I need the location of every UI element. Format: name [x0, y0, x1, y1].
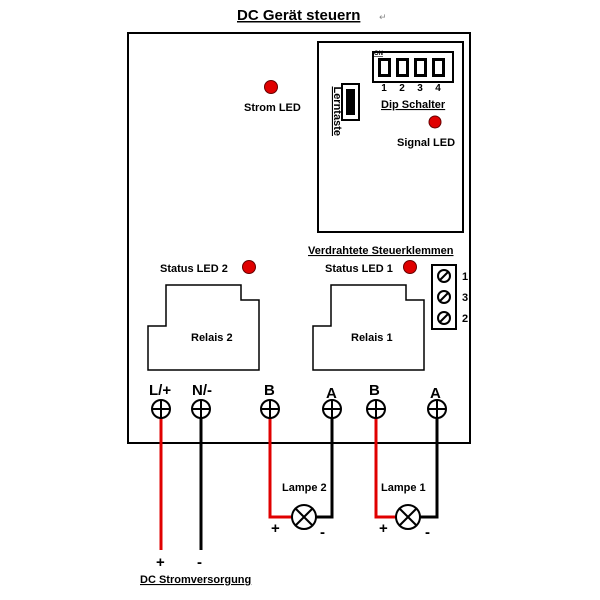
push-button-icon: [341, 83, 360, 121]
lamp-2-label: Lampe 2: [282, 482, 327, 494]
lamp-2-plus-wire: [268, 418, 292, 519]
lamp-icon: [395, 504, 421, 530]
lamp-1-label: Lampe 1: [381, 482, 426, 494]
terminal-label-b-relay-1: B: [369, 382, 380, 399]
control-module: [317, 41, 464, 233]
dip-switch-icon: [372, 51, 454, 83]
screw-terminal-icon: [431, 264, 457, 330]
relay-1-icon: [312, 284, 425, 371]
device-enclosure: [127, 32, 471, 444]
dip-number-2: 2: [399, 83, 405, 94]
lamp-2-plus: +: [271, 520, 280, 537]
terminal-number-3: 3: [462, 292, 468, 304]
dip-number-3: 3: [417, 83, 423, 94]
strom-led-icon: [264, 80, 278, 94]
terminal-label-a-relay-2: A: [326, 385, 337, 402]
signal-led-label: Signal LED: [397, 137, 455, 149]
dip-on-label: ON: [374, 51, 383, 57]
lerntaste-label: Lerntaste: [331, 86, 343, 136]
lamp-1-minus: -: [425, 524, 430, 541]
terminal-label-b-relay-2: B: [264, 382, 275, 399]
supply-plus: +: [156, 554, 165, 571]
status-led-1-label: Status LED 1: [325, 263, 393, 275]
relay-2-icon: [147, 284, 260, 371]
status-led-2-label: Status LED 2: [160, 263, 228, 275]
status-led-2-icon: [242, 260, 256, 274]
terminal-number-1: 1: [462, 271, 468, 283]
lamp-icon: [291, 504, 317, 530]
dip-number-1: 1: [381, 83, 387, 94]
lamp-2-minus: -: [320, 524, 325, 541]
signal-led-icon: [428, 115, 442, 129]
diagram-title: DC Gerät steuern: [237, 7, 360, 24]
lamp-1-plus-wire: [374, 418, 396, 519]
lamp-1-plus: +: [379, 520, 388, 537]
relay-2-label: Relais 2: [191, 332, 233, 344]
wired-terminals-label: Verdrahtete Steuerklemmen: [308, 245, 454, 257]
relay-1-label: Relais 1: [351, 332, 393, 344]
lamp-2-minus-wire: [316, 418, 334, 519]
status-led-1-icon: [403, 260, 417, 274]
terminal-label-a-relay-1: A: [430, 385, 441, 402]
dip-switch-label: Dip Schalter: [381, 99, 446, 111]
wiring: [159, 418, 439, 550]
terminal-label-l-plus: L/+: [149, 382, 171, 399]
strom-led-label: Strom LED: [244, 102, 301, 114]
title-return-mark: ↵: [379, 13, 387, 23]
terminal-label-n-minus: N/-: [192, 382, 212, 399]
screw-terminal-icon: [151, 399, 447, 419]
supply-label: DC Stromversorgung: [140, 574, 251, 586]
supply-minus: -: [197, 554, 202, 571]
lamp-1-minus-wire: [420, 418, 439, 519]
dip-number-4: 4: [435, 83, 441, 94]
terminal-number-2: 2: [462, 313, 468, 325]
